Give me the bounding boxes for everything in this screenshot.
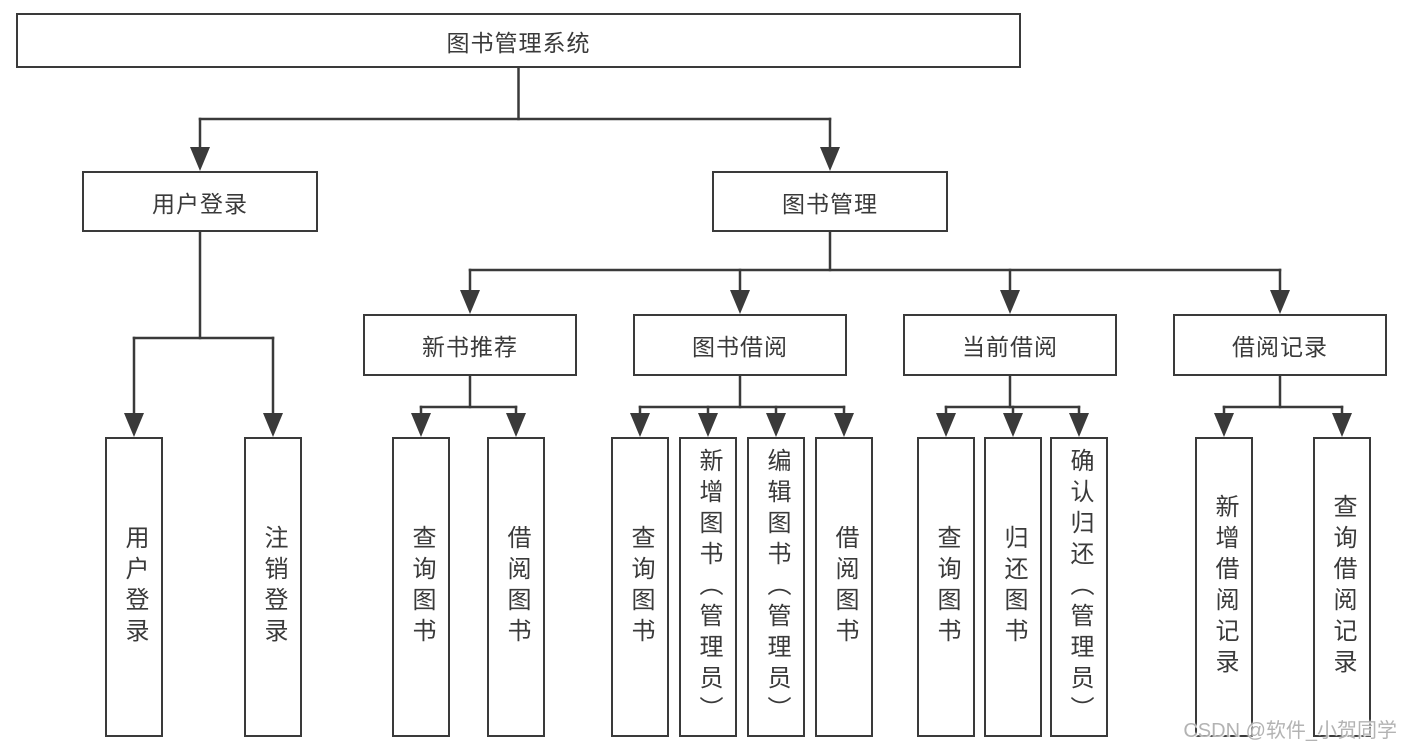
leaf-borrow-borrow-book: 借阅图书	[815, 437, 873, 737]
arrowhead-icon	[263, 413, 283, 437]
leaf-borrow-add-book-admin: 新增图书（管理员）	[679, 437, 737, 737]
node-new-book-recommend: 新书推荐	[363, 314, 577, 376]
node-user-login: 用户登录	[82, 171, 318, 232]
arrowhead-icon	[820, 147, 840, 171]
arrowhead-icon	[411, 413, 431, 437]
arrowhead-icon	[730, 290, 750, 314]
arrowhead-icon	[124, 413, 144, 437]
arrowhead-icon	[766, 413, 786, 437]
arrowhead-icon	[190, 147, 210, 171]
leaf-records-query-record: 查询借阅记录	[1313, 437, 1371, 737]
leaf-current-return-book: 归还图书	[984, 437, 1042, 737]
leaf-borrow-query-book: 查询图书	[611, 437, 669, 737]
leaf-current-query-book: 查询图书	[917, 437, 975, 737]
node-book-borrow: 图书借阅	[633, 314, 847, 376]
arrowhead-icon	[1000, 290, 1020, 314]
node-system-root: 图书管理系统	[16, 13, 1021, 68]
leaf-logout: 注销登录	[244, 437, 302, 737]
arrowhead-icon	[1214, 413, 1234, 437]
node-current-borrow: 当前借阅	[903, 314, 1117, 376]
leaf-records-add-record: 新增借阅记录	[1195, 437, 1253, 737]
leaf-borrow-edit-book-admin: 编辑图书（管理员）	[747, 437, 805, 737]
csdn-watermark: CSDN @软件_小贺同学	[1183, 720, 1397, 742]
arrowhead-icon	[630, 413, 650, 437]
arrowhead-icon	[1270, 290, 1290, 314]
arrowhead-icon	[834, 413, 854, 437]
arrowhead-icon	[698, 413, 718, 437]
arrowhead-icon	[1332, 413, 1352, 437]
arrowhead-icon	[460, 290, 480, 314]
node-book-management: 图书管理	[712, 171, 948, 232]
leaf-recommend-borrow-book: 借阅图书	[487, 437, 545, 737]
arrowhead-icon	[936, 413, 956, 437]
leaf-recommend-query-book: 查询图书	[392, 437, 450, 737]
arrowhead-icon	[506, 413, 526, 437]
node-borrow-records: 借阅记录	[1173, 314, 1387, 376]
arrowhead-icon	[1069, 413, 1089, 437]
arrowhead-icon	[1003, 413, 1023, 437]
leaf-current-confirm-return-admin: 确认归还（管理员）	[1050, 437, 1108, 737]
leaf-user-login: 用户登录	[105, 437, 163, 737]
